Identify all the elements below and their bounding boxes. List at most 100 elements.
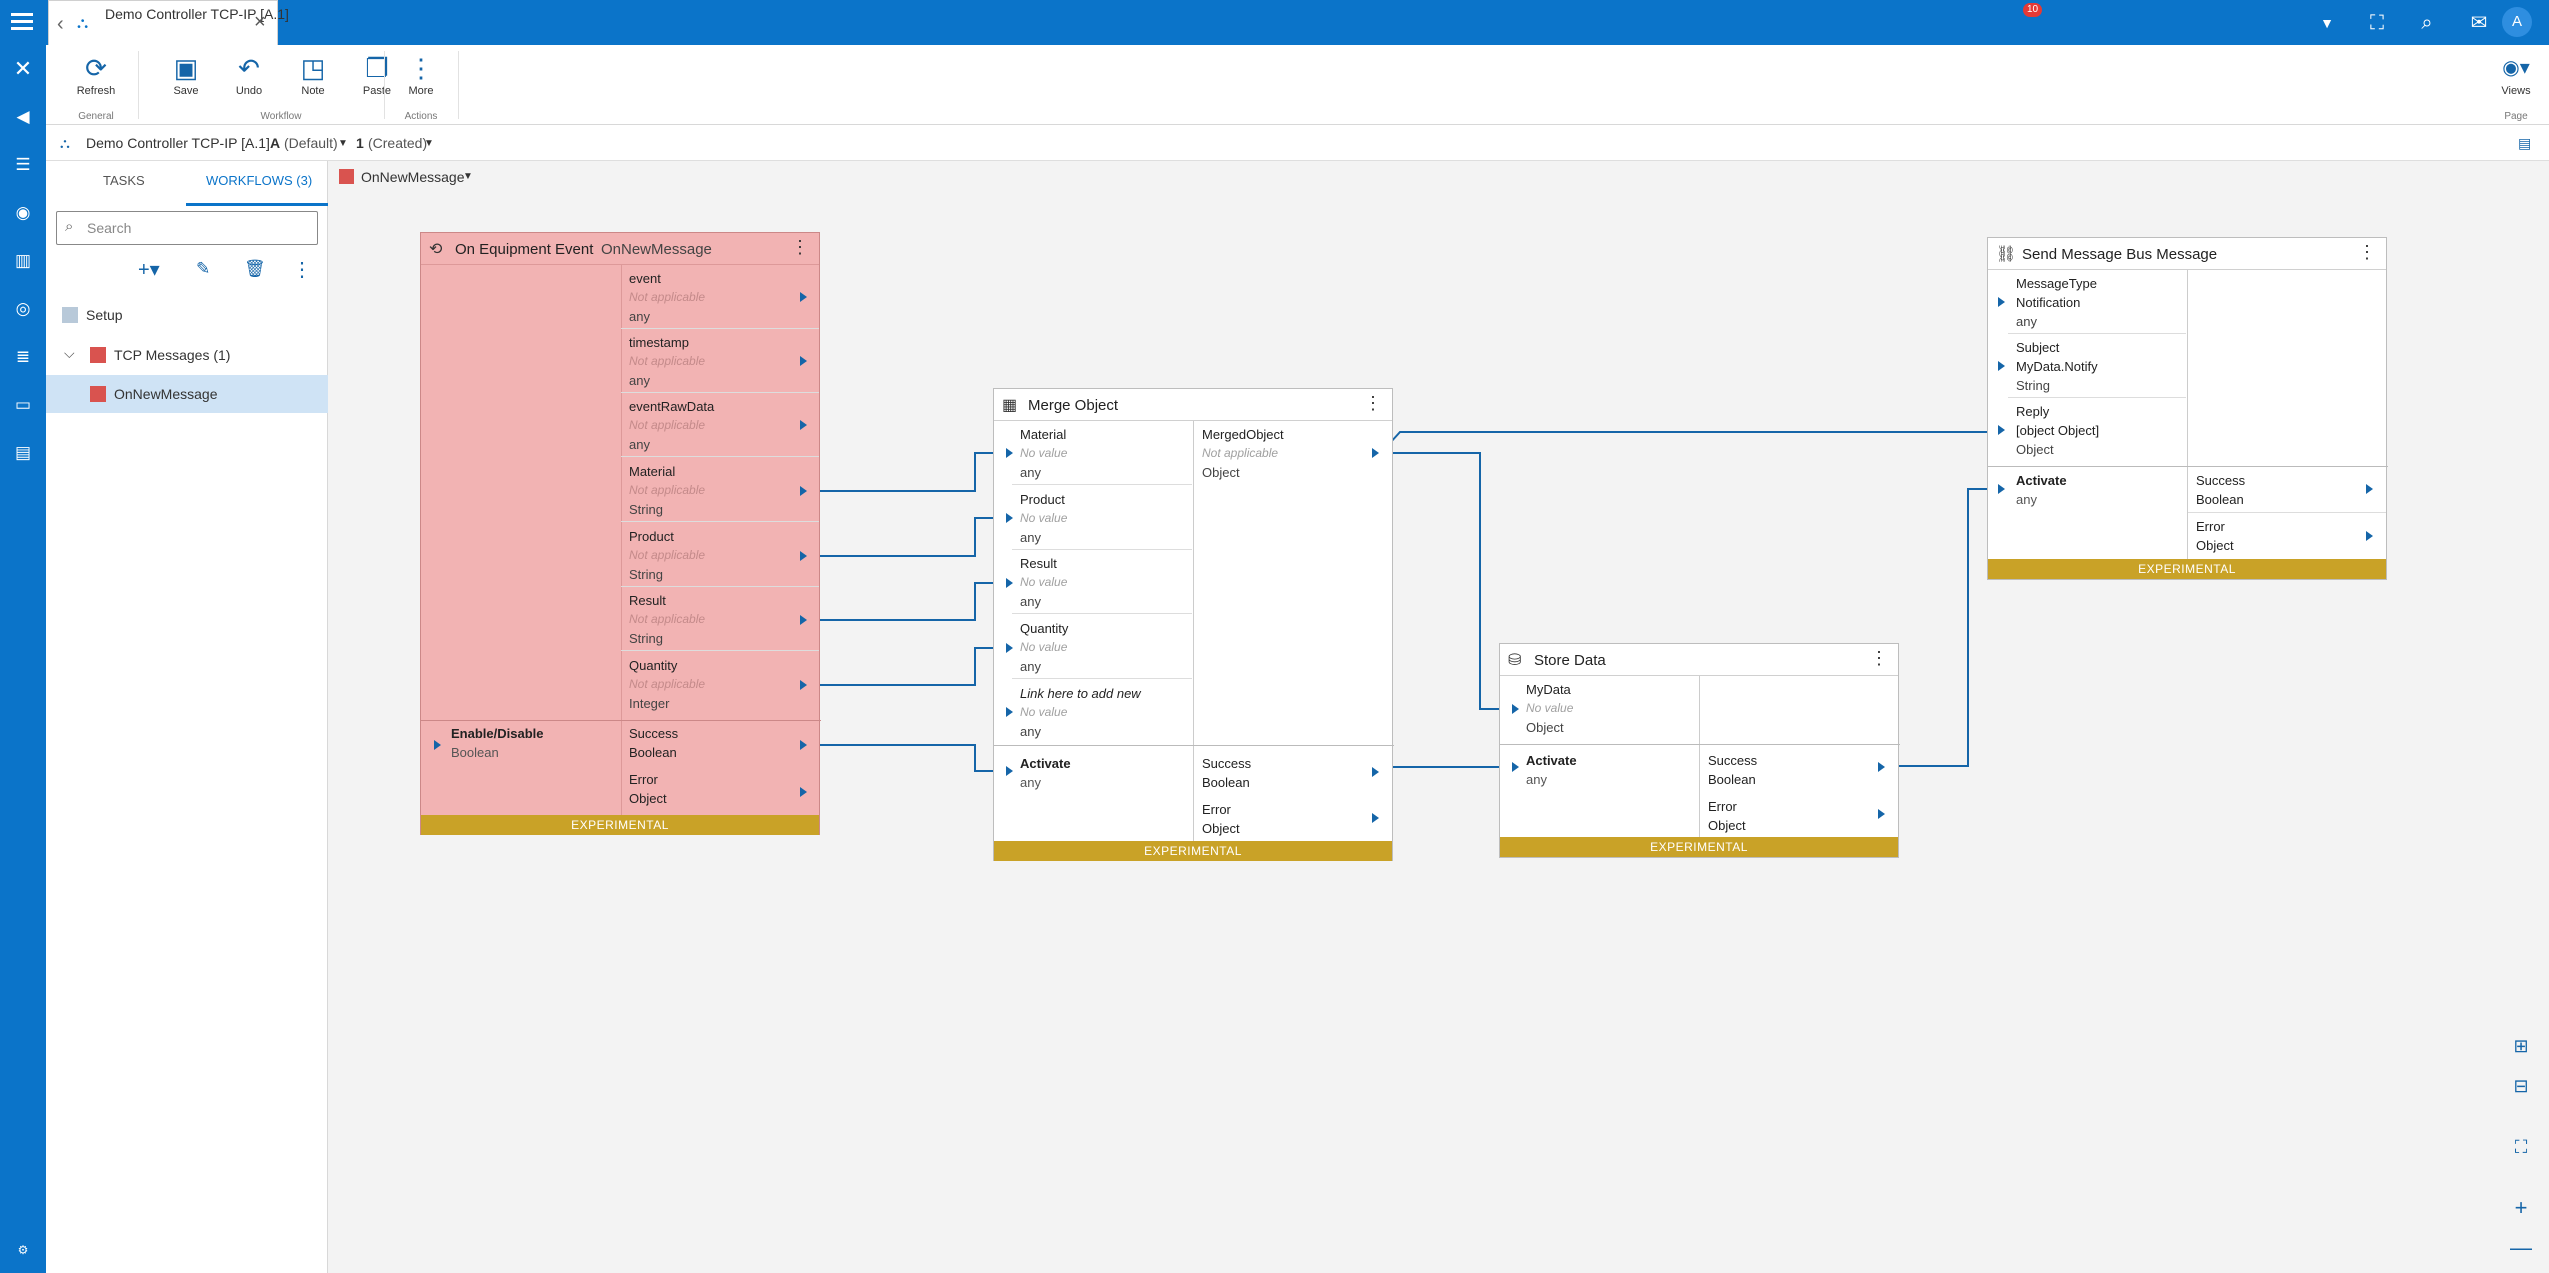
port-arrow-icon[interactable] xyxy=(2366,484,2373,494)
tree-item-onnewmessage[interactable]: OnNewMessage xyxy=(46,375,328,413)
port-input-add-new[interactable]: Link here to add new No value any xyxy=(1020,686,1141,739)
port-error[interactable]: Error Object xyxy=(629,772,667,806)
chevron-down-icon[interactable]: ▼ xyxy=(424,138,434,149)
node-header[interactable]: ⟲ On Equipment Event OnNewMessage ⋮ xyxy=(421,233,819,265)
port-error[interactable]: Error Object xyxy=(1202,802,1240,836)
node-merge-object[interactable]: ▦ Merge Object ⋮ xyxy=(993,388,1394,861)
port-success[interactable]: Success Boolean xyxy=(629,726,679,760)
port-arrow-icon[interactable] xyxy=(1998,297,2005,307)
breadcrumb-version-note[interactable]: (Default) xyxy=(284,135,338,151)
port-arrow-icon[interactable] xyxy=(1512,704,1519,714)
node-store-data[interactable]: ⛁ Store Data ⋮ xyxy=(1499,643,1900,858)
undo-button[interactable]: ↶ Undo xyxy=(219,51,279,107)
breadcrumb-version[interactable]: A xyxy=(270,135,281,151)
port-arrow-icon[interactable] xyxy=(800,680,807,690)
port-output-eventrawdata[interactable]: eventRawData Not applicable any xyxy=(621,393,819,457)
port-error[interactable]: Error Object xyxy=(2196,519,2234,553)
port-success[interactable]: Success Boolean xyxy=(2188,467,2386,513)
port-input-subject[interactable]: Subject MyData.Notify String xyxy=(2008,334,2186,398)
port-arrow-icon[interactable] xyxy=(1998,361,2005,371)
more-vertical-icon[interactable]: ⋮ xyxy=(1870,648,1888,668)
port-input-material[interactable]: Material No value any xyxy=(1012,421,1192,485)
port-arrow-icon[interactable] xyxy=(2366,531,2373,541)
port-output-event[interactable]: event Not applicable any xyxy=(621,265,819,329)
port-arrow-icon[interactable] xyxy=(1372,448,1379,458)
port-input-mydata[interactable]: MyData No value Object xyxy=(1526,682,1574,735)
port-input-result[interactable]: Result No value any xyxy=(1012,550,1192,614)
database-icon[interactable]: ☰ xyxy=(15,155,31,174)
port-output-mergedobject[interactable]: MergedObject Not applicable Object xyxy=(1202,427,1284,480)
port-output-material[interactable]: Material Not applicable String xyxy=(621,458,819,522)
avatar[interactable]: A xyxy=(2502,7,2532,37)
add-workflow-button[interactable]: +▾ xyxy=(138,259,160,281)
port-arrow-icon[interactable] xyxy=(800,551,807,561)
node-header[interactable]: ⛓ Send Message Bus Message ⋮ xyxy=(1988,238,2386,270)
breadcrumb-revision[interactable]: 1 xyxy=(356,135,364,151)
port-arrow-icon[interactable] xyxy=(1006,707,1013,717)
port-arrow-icon[interactable] xyxy=(800,420,807,430)
target-icon[interactable]: ◎ xyxy=(15,299,31,318)
port-arrow-icon[interactable] xyxy=(1372,767,1379,777)
port-arrow-icon[interactable] xyxy=(800,292,807,302)
note-button[interactable]: ◳ Note xyxy=(283,51,343,107)
zoom-in-icon[interactable]: + xyxy=(2514,1195,2528,1220)
port-arrow-icon[interactable] xyxy=(1006,448,1013,458)
chevron-left-icon[interactable]: ‹ xyxy=(57,13,64,35)
port-arrow-icon[interactable] xyxy=(1998,484,2005,494)
port-arrow-icon[interactable] xyxy=(800,740,807,750)
node-header[interactable]: ▦ Merge Object ⋮ xyxy=(994,389,1392,421)
panel-toggle-icon[interactable]: ▤ xyxy=(2518,135,2532,151)
close-icon[interactable]: × xyxy=(254,11,266,33)
expand-all-icon[interactable]: ⊞ xyxy=(2513,1036,2529,1056)
breadcrumb-revision-note[interactable]: (Created) xyxy=(368,135,428,151)
port-arrow-icon[interactable] xyxy=(1006,578,1013,588)
port-arrow-icon[interactable] xyxy=(800,486,807,496)
port-input-product[interactable]: Product No value any xyxy=(1012,486,1192,550)
port-error[interactable]: Error Object xyxy=(1708,799,1746,833)
views-button[interactable]: ◉▾ Views xyxy=(2486,51,2546,107)
port-output-product[interactable]: Product Not applicable String xyxy=(621,523,819,587)
breadcrumb-entity[interactable]: Demo Controller TCP-IP [A.1] xyxy=(86,135,270,151)
layers-icon[interactable]: ≣ xyxy=(15,347,31,366)
collapse-all-icon[interactable]: ⊟ xyxy=(2513,1076,2529,1096)
more-vertical-icon[interactable]: ⋮ xyxy=(292,259,312,281)
delete-icon[interactable]: 🗑 xyxy=(244,259,266,278)
window-icon[interactable]: ▭ xyxy=(14,395,32,414)
port-arrow-icon[interactable] xyxy=(1006,766,1013,776)
port-activate[interactable]: Activate any xyxy=(1020,756,1071,790)
chevron-down-icon[interactable]: ▼ xyxy=(2320,15,2334,31)
chevron-down-icon[interactable]: ▼ xyxy=(463,171,473,182)
node-send-message-bus-message[interactable]: ⛓ Send Message Bus Message ⋮ xyxy=(1987,237,2388,580)
refresh-button[interactable]: ⟳ Refresh xyxy=(66,51,126,107)
tree-item-setup[interactable]: Setup xyxy=(46,296,328,334)
notifications-icon[interactable]: ✉ xyxy=(2470,12,2488,34)
port-arrow-icon[interactable] xyxy=(1372,813,1379,823)
zoom-out-icon[interactable]: — xyxy=(2510,1235,2532,1260)
tab-workflows[interactable]: WORKFLOWS (3) xyxy=(206,173,313,188)
port-activate[interactable]: Activate any xyxy=(2016,473,2067,507)
search-input[interactable] xyxy=(87,218,307,238)
port-arrow-icon[interactable] xyxy=(1878,809,1885,819)
save-button[interactable]: ▣ Save xyxy=(156,51,216,107)
more-button[interactable]: ⋮ More xyxy=(391,51,451,107)
port-arrow-icon[interactable] xyxy=(1512,762,1519,772)
settings-icon[interactable]: ⚙ xyxy=(17,1243,29,1257)
port-success[interactable]: Success Boolean xyxy=(1202,756,1252,790)
fullscreen-icon[interactable]: ⛶ xyxy=(2370,12,2384,34)
gauge-icon[interactable]: ◉ xyxy=(15,203,31,222)
fit-to-screen-icon[interactable]: ⛶ xyxy=(2514,1137,2528,1157)
port-output-quantity[interactable]: Quantity Not applicable Integer xyxy=(629,658,706,711)
chevron-down-icon[interactable]: ▼ xyxy=(338,138,348,149)
document-tab[interactable]: ‹ ⛬ Demo Controller TCP-IP [A.1] × xyxy=(48,0,289,45)
port-success[interactable]: Success Boolean xyxy=(1708,753,1758,787)
port-output-result[interactable]: Result Not applicable String xyxy=(621,587,819,651)
tab-tasks[interactable]: TASKS xyxy=(103,173,145,188)
search-icon[interactable]: ⌕ xyxy=(2421,12,2433,34)
megaphone-icon[interactable]: ◀ xyxy=(16,107,30,126)
port-input-reply[interactable]: Reply [object Object] Object xyxy=(2016,404,2100,457)
more-vertical-icon[interactable]: ⋮ xyxy=(791,237,809,257)
chevron-down-icon[interactable]: ⌵ xyxy=(64,345,75,361)
more-vertical-icon[interactable]: ⋮ xyxy=(2358,242,2376,262)
port-activate[interactable]: Activate any xyxy=(1526,753,1577,787)
port-output-timestamp[interactable]: timestamp Not applicable any xyxy=(621,329,819,393)
